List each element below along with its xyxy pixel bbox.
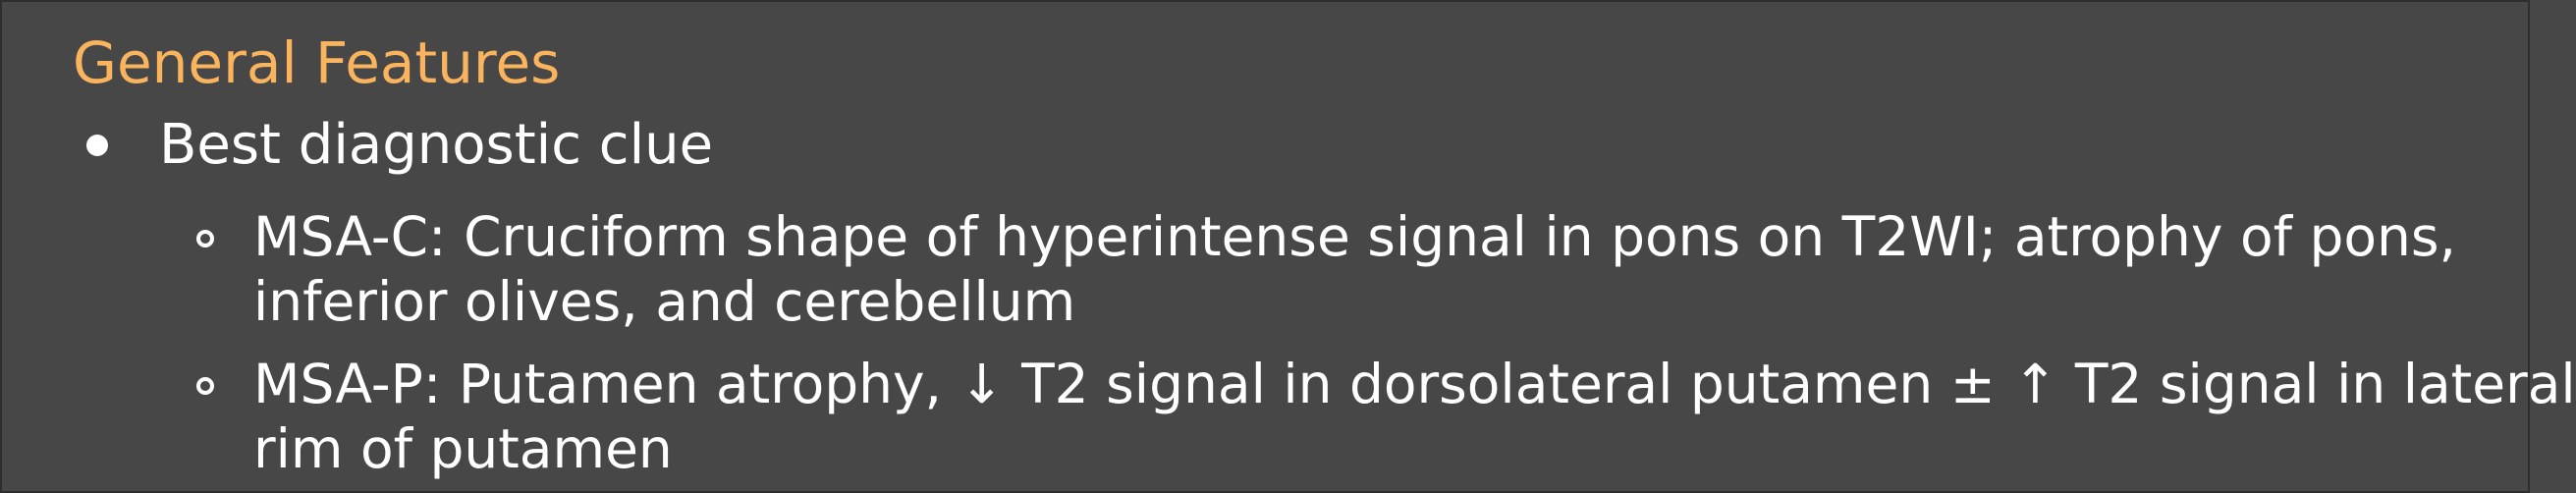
sub-item-msa-c: MSA-C: Cruciform shape of hyperintense s…: [196, 204, 2485, 334]
sub-item-line: MSA-C: Cruciform shape of hyperintense s…: [253, 205, 2456, 268]
sub-item-text: MSA-C: Cruciform shape of hyperintense s…: [253, 204, 2456, 334]
sub-bullet-circle-icon: [196, 230, 214, 247]
sub-item-line: MSA-P: Putamen atrophy, ↓ T2 signal in d…: [253, 353, 2576, 415]
sub-item-text: MSA-P: Putamen atrophy, ↓ T2 signal in d…: [253, 352, 2576, 481]
bullet-label: Best diagnostic clue: [159, 113, 714, 177]
section-heading: General Features: [73, 29, 561, 96]
sub-item-line: rim of putamen: [253, 417, 673, 480]
sub-bullet-circle-icon: [196, 377, 214, 395]
sub-item-msa-p: MSA-P: Putamen atrophy, ↓ T2 signal in d…: [196, 352, 2576, 481]
bullet-disc-icon: [86, 135, 108, 156]
bullet-item: Best diagnostic clue: [86, 108, 713, 183]
sub-item-line: inferior olives, and cerebellum: [253, 270, 1076, 333]
